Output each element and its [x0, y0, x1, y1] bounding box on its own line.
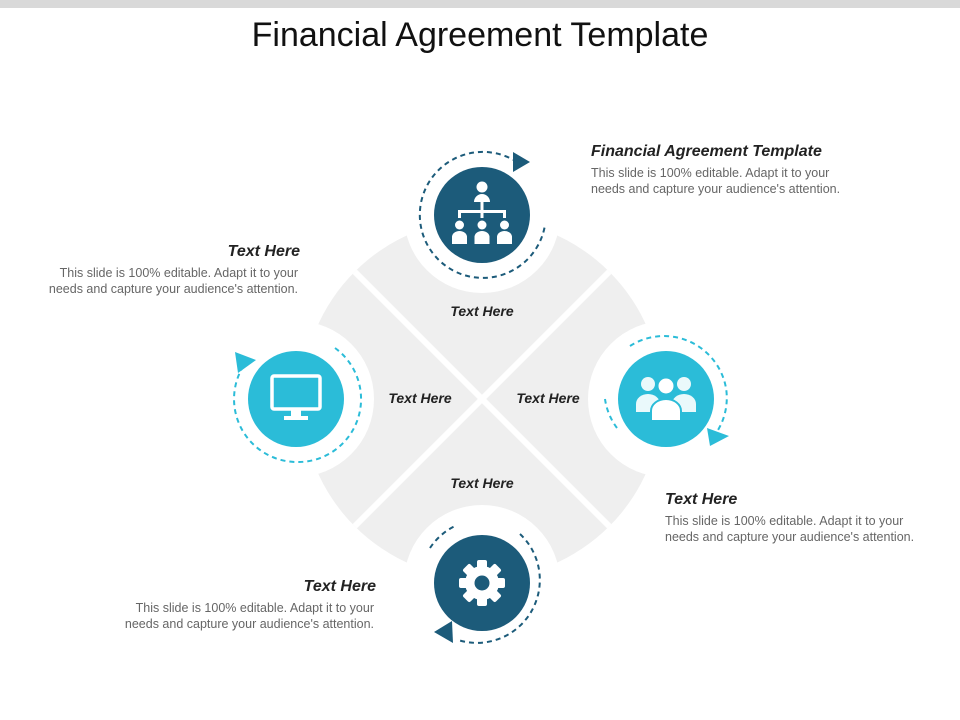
text-block-top-right: Financial Agreement Template This slide …	[591, 143, 851, 197]
block-heading: Text Here	[665, 491, 738, 508]
segment-label-left: Text Here	[388, 390, 452, 406]
block-body: This slide is 100% editable. Adapt it to…	[124, 601, 374, 631]
text-block-top-left: Text Here This slide is 100% editable. A…	[40, 243, 300, 297]
text-block-bottom-left: Text Here This slide is 100% editable. A…	[116, 578, 376, 632]
block-heading: Text Here	[303, 578, 376, 595]
org-chart-icon	[452, 181, 512, 244]
page-title: Financial Agreement Template	[251, 16, 709, 54]
top-bar	[0, 0, 960, 8]
block-body: This slide is 100% editable. Adapt it to…	[665, 514, 915, 544]
segment-label-bottom: Text Here	[450, 475, 514, 491]
monitor-icon	[270, 374, 322, 420]
group-icon	[636, 376, 696, 422]
segment-label-top: Text Here	[450, 303, 514, 319]
block-heading: Financial Agreement Template	[591, 143, 822, 160]
block-body: This slide is 100% editable. Adapt it to…	[48, 266, 298, 296]
text-block-bottom-right: Text Here This slide is 100% editable. A…	[665, 491, 925, 545]
segment-label-right: Text Here	[516, 390, 580, 406]
block-heading: Text Here	[227, 243, 300, 260]
block-body: This slide is 100% editable. Adapt it to…	[591, 166, 841, 196]
gear-icon	[459, 560, 505, 606]
